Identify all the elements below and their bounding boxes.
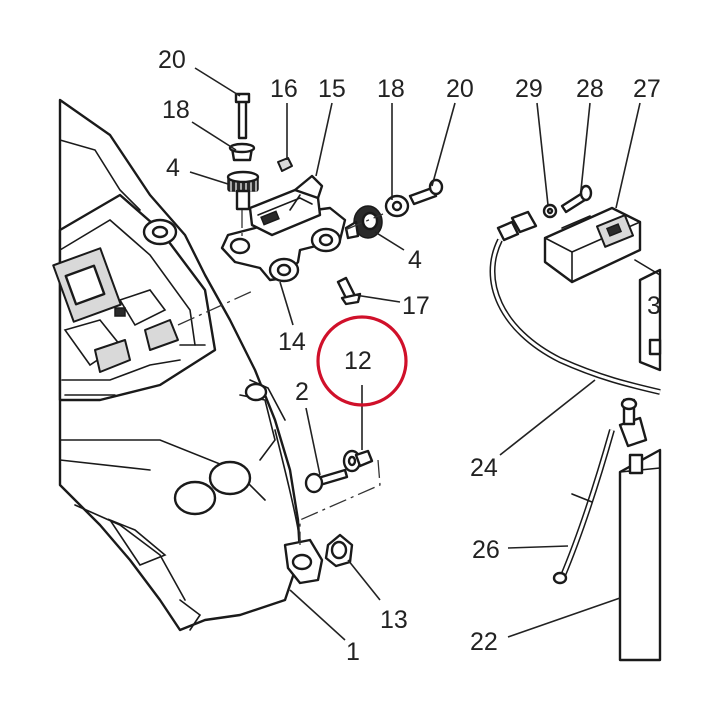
callout-4-top: 4 — [166, 154, 180, 182]
callout-18-top: 18 — [162, 96, 190, 124]
callout-24: 24 — [470, 454, 498, 482]
bushing-part-12 — [342, 449, 374, 473]
callout-15: 15 — [318, 75, 346, 103]
washer-part-29 — [542, 203, 558, 219]
screw-part-2 — [304, 468, 349, 494]
callout-26: 26 — [472, 536, 500, 564]
axis-line-lower — [299, 459, 381, 545]
washer-part-18-top — [228, 142, 256, 162]
callout-13: 13 — [380, 606, 408, 634]
screw-part-28 — [560, 184, 593, 214]
axis-line-bracket — [177, 289, 256, 326]
electronics-tray — [52, 193, 217, 402]
sensor-part-15 — [248, 174, 324, 237]
callout-18-right: 18 — [377, 75, 405, 103]
callout-17: 17 — [402, 292, 430, 320]
callout-27: 27 — [633, 75, 661, 103]
highlight-circle — [316, 315, 408, 407]
right-edge-mask — [662, 0, 720, 720]
callout-labels: 20 16 15 18 20 29 28 27 18 4 4 17 14 12 … — [158, 46, 661, 666]
callout-20-right: 20 — [446, 75, 474, 103]
callout-22: 22 — [470, 628, 498, 656]
callout-28: 28 — [576, 75, 604, 103]
callout-2: 2 — [295, 378, 309, 406]
battery-part-22 — [618, 397, 662, 662]
cable-part-26 — [552, 429, 615, 585]
screw-part-17 — [336, 276, 362, 306]
axis-line-right — [344, 213, 384, 231]
washer-part-18-right — [384, 194, 410, 218]
screw-part-20-top — [234, 92, 251, 140]
callout-3: 3 — [647, 292, 661, 320]
callout-12: 12 — [344, 347, 372, 375]
callout-20-top: 20 — [158, 46, 186, 74]
relay-part-27 — [543, 206, 642, 284]
relay-part-3 — [634, 259, 662, 372]
callout-4-right: 4 — [408, 246, 422, 274]
callout-29: 29 — [515, 75, 543, 103]
callout-16: 16 — [270, 75, 298, 103]
clip-part-16 — [277, 157, 293, 172]
bracket-part-14 — [220, 206, 347, 283]
leader-lines — [189, 67, 641, 641]
callout-14: 14 — [278, 328, 306, 356]
callout-1: 1 — [346, 638, 360, 666]
cable-part-24 — [489, 210, 661, 395]
screw-part-20-right — [408, 178, 444, 206]
gear-part-4-top — [226, 170, 260, 211]
